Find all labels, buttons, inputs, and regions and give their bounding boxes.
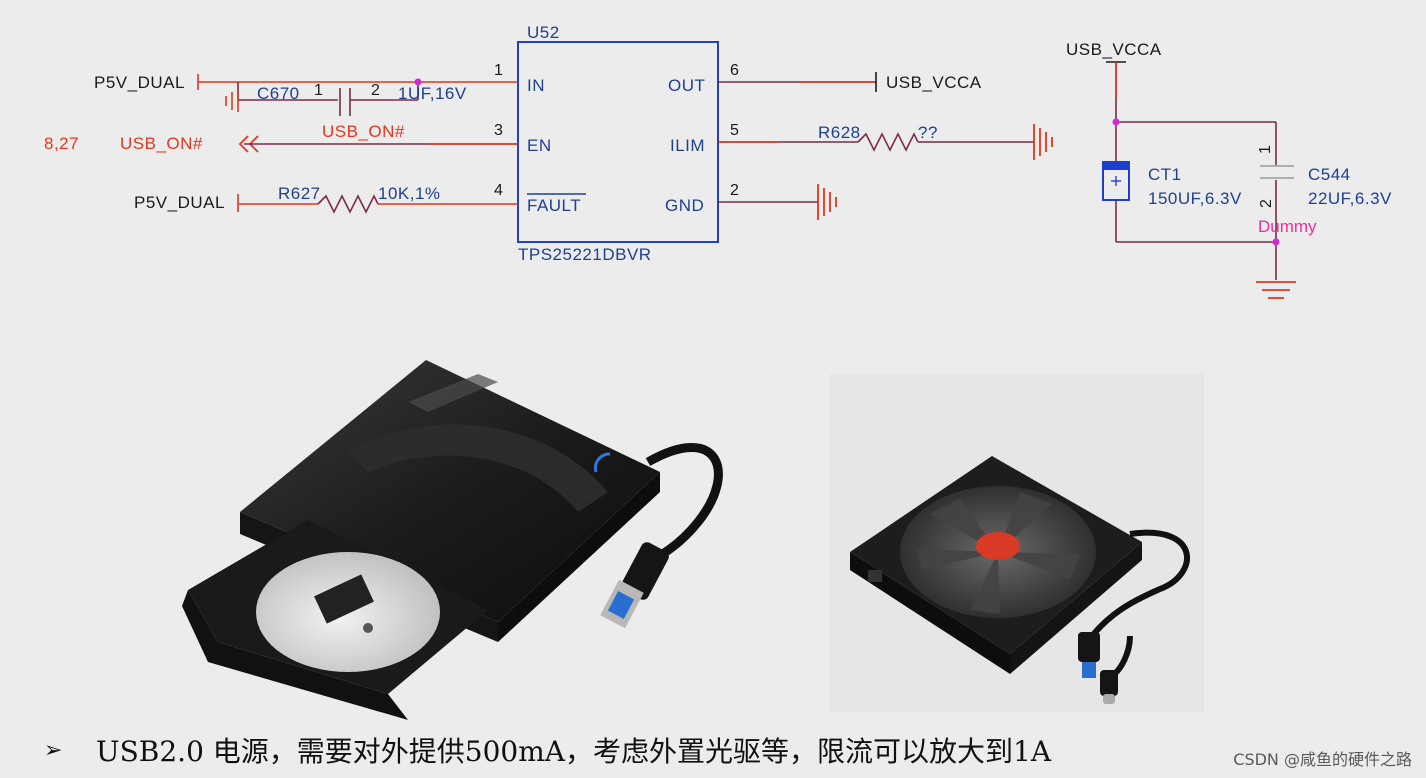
net-usb-on-sheets: 8,27 [44,134,79,153]
c544-pin1: 1 [1257,145,1274,154]
c544-ref: C544 [1308,165,1351,184]
net-p5v-dual-1: P5V_DUAL [94,73,185,92]
in-net [197,74,518,90]
c544-dummy-note: Dummy [1258,217,1317,236]
bullet-item: ➢ USB2.0 电源，需要对外提供500mA，考虑外置光驱等，限流可以放大到1… [44,728,1051,772]
gnd-junction [1272,238,1280,246]
c670-ref: C670 [257,84,300,103]
net-usb-vcca-out: USB_VCCA [886,73,982,92]
pin-name-in: IN [527,76,545,95]
r628-symbol [857,132,919,152]
fault-net [237,194,518,212]
pin-num-4: 4 [494,182,503,199]
pin-name-out: OUT [668,76,705,95]
net-usb-on-wire: USB_ON# [322,122,405,141]
vcca-junction [1112,118,1120,126]
r628-value: ?? [918,123,938,142]
pin-num-5: 5 [730,122,739,139]
bullet-text: USB2.0 电源，需要对外提供500mA，考虑外置光驱等，限流可以放大到1A [96,735,1052,768]
ct1-value: 150UF,6.3V [1148,189,1242,208]
pin-num-1: 1 [494,62,503,79]
bullet-arrow-icon: ➢ [44,737,63,763]
ct1-ref: CT1 [1148,165,1182,184]
schematic-diagram: U52 TPS25221DBVR IN EN FAULT OUT ILIM GN… [44,23,1392,299]
pin-num-3: 3 [494,122,503,139]
pin-name-ilim: ILIM [670,136,705,155]
optical-drive-open-tray-image [178,322,738,722]
ct1-symbol [1102,161,1130,201]
in-junction [414,78,422,86]
ic-part: TPS25221DBVR [518,245,652,264]
r627-value: 10K,1% [378,184,441,203]
c670-value: 1UF,16V [398,84,467,103]
gnd-ground-icon [817,184,837,220]
c544-symbol [1260,165,1294,179]
pin-name-gnd: GND [665,196,704,215]
net-usb-on-port: USB_ON# [120,134,203,153]
output-ground-icon [1256,281,1296,299]
ilim-ground-icon [1033,124,1053,160]
r627-symbol [317,194,379,214]
net-p5v-dual-2: P5V_DUAL [134,193,225,212]
watermark: CSDN @咸鱼的硬件之路 [1233,750,1412,769]
c670-ground-icon [225,90,239,112]
net-usb-vcca-top: USB_VCCA [1066,40,1162,59]
c544-pin2: 2 [1258,199,1275,208]
r628-ref: R628 [818,123,861,142]
vcca-net [1115,62,1277,280]
ic-ref: U52 [527,23,560,42]
pin-name-en: EN [527,136,552,155]
c670-pin2: 2 [371,82,380,99]
pin-num-6: 6 [730,62,739,79]
pin-name-fault: FAULT [527,196,581,215]
c544-value: 22UF,6.3V [1308,189,1392,208]
optical-drive-dual-connector-image [830,374,1204,712]
pin-num-2: 2 [730,182,739,199]
c670-pin1: 1 [314,82,323,99]
r627-ref: R627 [278,184,321,203]
